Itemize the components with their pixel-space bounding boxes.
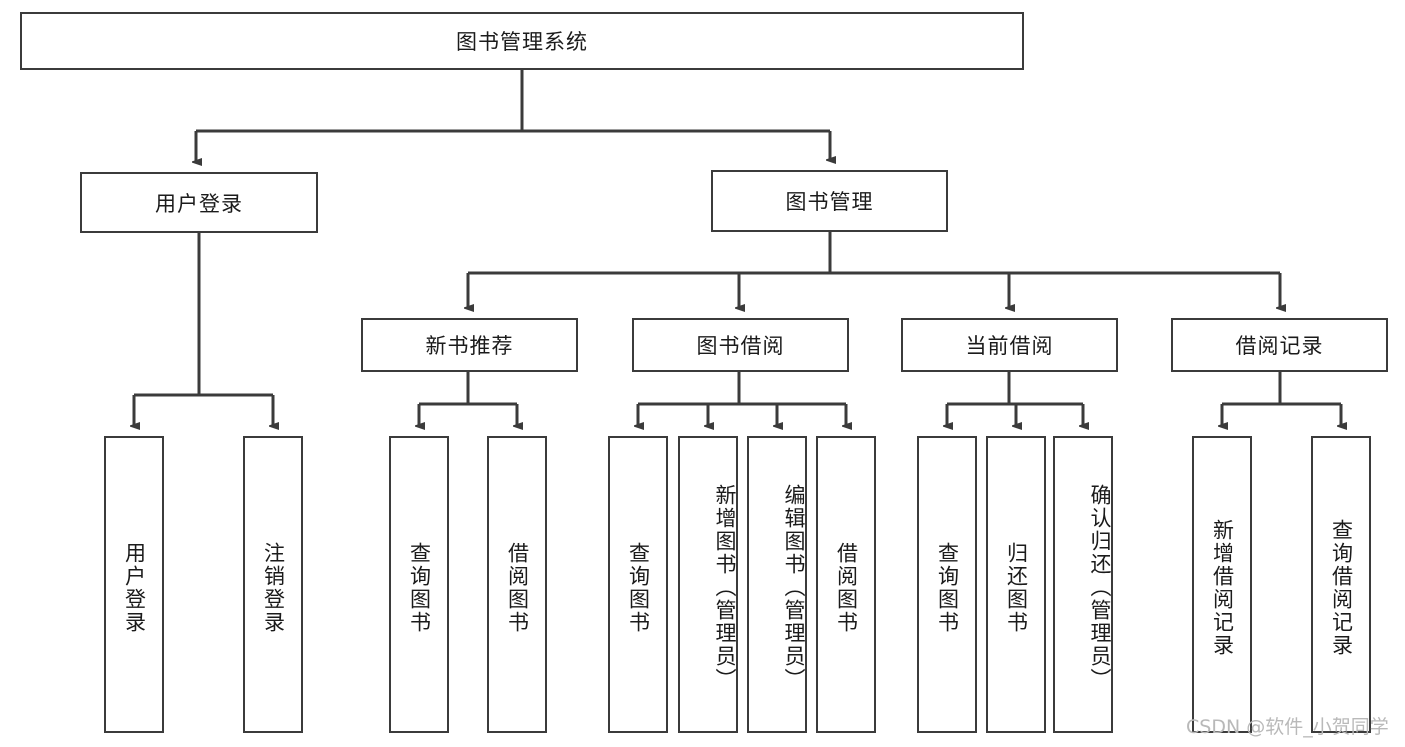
node-label: 用户登录 [122,541,147,634]
node-label: 查询图书 [407,541,432,634]
leaf-query-borrow-record[interactable]: 查询借阅记录 [1311,436,1371,733]
node-label: 查询图书 [935,541,960,634]
node-new-book-recommend[interactable]: 新书推荐 [361,318,578,372]
leaf-add-book-admin[interactable]: 新增图书（管理员） [678,436,738,733]
node-label: 编辑图书（管理员） [782,484,806,691]
node-label: 借阅图书 [834,541,859,634]
leaf-add-borrow-record[interactable]: 新增借阅记录 [1192,436,1252,733]
node-user-login[interactable]: 用户登录 [80,172,318,233]
node-label: 借阅记录 [1235,334,1324,358]
node-label: 查询图书 [626,541,651,634]
node-label: 注销登录 [261,541,286,634]
leaf-edit-book-admin[interactable]: 编辑图书（管理员） [747,436,807,733]
node-book-management[interactable]: 图书管理 [711,170,948,232]
leaf-query-book-recommend[interactable]: 查询图书 [389,436,449,733]
leaf-query-book-current[interactable]: 查询图书 [917,436,977,733]
node-label: 查询借阅记录 [1329,518,1354,657]
node-root[interactable]: 图书管理系统 [20,12,1024,70]
leaf-borrow-book[interactable]: 借阅图书 [816,436,876,733]
leaf-return-book[interactable]: 归还图书 [986,436,1046,733]
watermark: CSDN @软件_小贺同学 [1186,716,1389,738]
node-label: 当前借阅 [965,334,1054,358]
leaf-confirm-return-admin[interactable]: 确认归还（管理员） [1053,436,1113,733]
node-label: 新增图书（管理员） [713,484,737,691]
leaf-logout[interactable]: 注销登录 [243,436,303,733]
node-label: 图书借阅 [696,334,785,358]
leaf-query-book-borrow[interactable]: 查询图书 [608,436,668,733]
node-current-borrow[interactable]: 当前借阅 [901,318,1118,372]
node-label: 借阅图书 [505,541,530,634]
node-label: 确认归还（管理员） [1088,484,1112,691]
node-label: 归还图书 [1004,541,1029,634]
node-label: 新增借阅记录 [1210,518,1235,657]
leaf-borrow-book-recommend[interactable]: 借阅图书 [487,436,547,733]
node-label: 图书管理 [785,190,874,214]
leaf-user-login[interactable]: 用户登录 [104,436,164,733]
node-label: 新书推荐 [425,334,514,358]
node-label: 图书管理系统 [456,30,588,54]
node-borrow-records[interactable]: 借阅记录 [1171,318,1388,372]
node-label: 用户登录 [155,191,243,216]
node-book-borrow[interactable]: 图书借阅 [632,318,849,372]
